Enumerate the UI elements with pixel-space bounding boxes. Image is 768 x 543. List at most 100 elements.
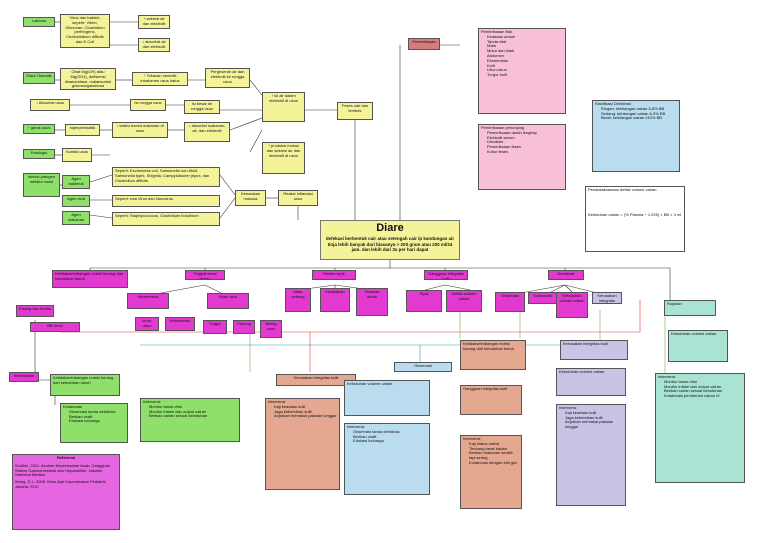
defisit-node: Defisit volume cairan: [446, 290, 482, 312]
list-item: Berat: kehilangan cairan ≥10% BB: [601, 116, 677, 121]
pemeriksaan-fisik-title: Pemeriksaan fisik: [481, 29, 513, 34]
list-item: Observasi tanda dehidrasi: [353, 429, 427, 435]
rumus-title: Penatalaksanaan defisit volume cairan: [588, 187, 657, 192]
list-item: Ekstremitas: [487, 58, 563, 64]
list-item: Observasi tanda dehidrasi: [69, 409, 125, 415]
klasifikasi-title: Klasifikasi Dehidrasi: [595, 101, 631, 106]
pemeriksaan-fisik-node: Pemeriksaan fisik Keadaan umum Tanda vit…: [478, 28, 566, 114]
list-item: Pemeriksaan darah lengkap: [487, 130, 563, 136]
list-item: Keadaan umum: [487, 34, 563, 40]
green-list-a-items: Observasi tanda dehidrasi Berikan oralit…: [63, 409, 125, 424]
salmon-right-head: Ketidakseimbangan nutrisi kurang dari ke…: [460, 340, 526, 370]
reaksi-inflamasi-node: Reaksi Inflamasi usus: [278, 190, 318, 206]
list-item: Monitor intake dan output cairan: [149, 409, 237, 415]
blue-list-a: Kebutuhan volume cairan: [344, 380, 430, 416]
tekanan-darah-node: Tekanan darah: [356, 288, 388, 316]
kebutuhan-volume-node: Kebutuhan volume cairan: [556, 292, 588, 318]
right-intervensi-list: Monitor tanda vital Monitor intake dan o…: [658, 379, 742, 399]
penunjang-node: Pemeriksaan penunjang Pemeriksaan darah …: [478, 124, 566, 190]
list-item: Jaga kebersihan kulit: [565, 415, 623, 421]
kebutuhan-cairan-node: Ketidakseimbangan nutrisi kurang dari ke…: [52, 270, 128, 288]
sekresi-air-node: ↑ sekresi air dan elektrolit: [138, 15, 170, 29]
bb-turun-node: BB turun: [30, 322, 80, 332]
isi-air-node: ↑ isi air dalam elektrolit di usus: [262, 92, 305, 122]
salmon-right-list-title: Intervensi: [463, 436, 481, 441]
list-item: Berikan oralit: [69, 414, 125, 420]
pemeriksaan-node: Pemeriksaan: [408, 38, 440, 50]
resiko-syok-node: Resiko syok: [312, 270, 356, 280]
referensi-item: Sodikin, 2011. Asuhan Keperawatan Anak: …: [15, 462, 111, 478]
list-item: Ubun-ubun: [487, 68, 563, 73]
diare-definition: defekasi berbentuk cair atau setengah ca…: [325, 236, 455, 252]
list-item: Kolaborasi dengan ahli gizi: [469, 460, 519, 466]
rumus-formula: Kebutuhan cairan = (% Plasma − 1,025) × …: [588, 211, 682, 217]
referensi-item: Wong, D.L. 2008. Buku Ajar Keperawatan P…: [15, 479, 107, 489]
kolaborasi-node: Kolaborasi: [528, 292, 558, 304]
patologis-node: Patologis: [23, 149, 55, 159]
green-list-b: Intervensi Monitor tanda vital Monitor i…: [140, 398, 240, 442]
list-item: Monitor intake dan output cairan: [664, 384, 742, 390]
pusing-node: Pusing dan lemas: [16, 305, 54, 317]
green-list-b-items: Monitor tanda vital Monitor intake dan o…: [143, 404, 237, 419]
lower-left-node: Kelemahan: [9, 372, 39, 382]
list-item: Kaji keadaan kulit: [274, 404, 337, 410]
list-item: Edukasi keluarga: [353, 439, 427, 444]
list-item: Abdomen: [487, 53, 563, 59]
diare-osmotik-node: Diare Osmotik: [23, 72, 55, 84]
lav-list-title: Intervensi: [559, 405, 577, 410]
absorbsi-air-node: ↓ absorbsi air dan elektrolit: [138, 38, 170, 52]
syok-node: Syok: [406, 290, 442, 312]
ubun-node: Ubun-ubun: [135, 317, 159, 331]
green-list-a: Kolaborasi Observasi tanda dehidrasi Ber…: [60, 403, 128, 443]
lav-mid-node: Kebutuhan volume cairan: [556, 368, 626, 396]
waktu-transit-node: ↓ waktu transit makanan di usus: [112, 122, 168, 138]
diare-title: Diare: [376, 222, 404, 234]
bakteri-list-node: Seperti: Escherichia coli, Salmonella no…: [112, 167, 220, 187]
referensi-node: Referensi Sodikin, 2011. Asuhan Keperawa…: [12, 454, 120, 530]
absorbsi-usus-node: ↓ Absorbsi usus: [30, 99, 70, 111]
lav-list-node: Intervensi Kaji keadaan kulit Jaga keber…: [556, 404, 626, 506]
salmon-right-list-items: Kaji status nutrisi Timbang berat badan …: [463, 441, 519, 466]
isi-besar-node: Isi besar ke rongga usus: [184, 100, 220, 114]
blue-list-b: Intervensi Observasi tanda dehidrasi Ber…: [344, 423, 430, 495]
penyulit-kulit-node: Gangguan integritas kulit: [424, 270, 468, 280]
list-item: Jaga kebersihan kulit: [274, 409, 337, 415]
list-item: Kaji keadaan kulit: [565, 410, 623, 416]
viral-list-node: Seperti: rota Virus dan Norovirus: [112, 195, 220, 207]
referensi-title: Referensi: [56, 455, 76, 460]
turgor-node: Turgor: [203, 320, 227, 334]
list-item: Mulut dan lidah: [487, 48, 563, 54]
list-item: Anjurkan memakai pakaian longgar: [565, 420, 623, 430]
kerusakan-mukosa-node: Kerusakan mukosa: [235, 190, 266, 206]
green-list-a-title: Kolaborasi: [63, 404, 82, 409]
penunjang-title: Pemeriksaan penunjang: [481, 125, 525, 130]
list-item: Sedang: kehilangan cairan 6-9% BB: [601, 111, 677, 117]
agen-makanan-node: Agen makanan: [62, 211, 90, 225]
klasifikasi-list: Ringan: kehilangan cairan 3-5% BB Sedang…: [595, 106, 677, 121]
list-item: Monitor tanda vital: [664, 379, 742, 385]
right-intervensi-title: Intervensi: [658, 374, 676, 379]
list-item: Monitor tanda vital: [149, 404, 237, 410]
hipertermia-node: Hipertermia: [127, 293, 169, 309]
list-item: Elektrolit serum: [487, 135, 563, 141]
lower-green-node: Ketidakseimbangan nutrisi kurang dari ke…: [50, 374, 120, 396]
kelemahan-node: Kelemahan: [165, 317, 195, 331]
blue-head-node: Observasi: [394, 362, 452, 372]
blue-list-b-items: Observasi tanda dehidrasi Berikan oralit…: [347, 429, 427, 444]
isi-rongga-node: Isi rongga usus: [130, 99, 166, 111]
list-item: Ringan: kehilangan cairan 3-5% BB: [601, 106, 677, 112]
agen-viral-node: Agen viral: [62, 195, 90, 207]
produksi-mukus-node: ↑ produksi mukus dan sekresi air dan ele…: [262, 142, 305, 174]
right-intervensi-node: Intervensi Monitor tanda vital Monitor i…: [655, 373, 745, 483]
hiperperistaltik-node: hiperperistaltik: [65, 124, 100, 136]
laktosa-node: Laktosa: [23, 17, 55, 27]
blue-list-b-title: Intervensi: [347, 424, 365, 429]
kerusakan-kulit-node: Kerusakan integritas kulit: [592, 292, 622, 304]
makanan-list-node: Seperti: Staphylococcus, Clostridium bot…: [112, 212, 220, 226]
observasi-node: Observasi: [495, 292, 525, 312]
pemeriksaan-fisik-list: Keadaan umum Tanda vital Mata Mulut dan …: [481, 34, 563, 78]
list-item: Kultur feses: [487, 149, 563, 155]
infeksi-node: Infeksi patogen melalui mulut: [23, 173, 60, 197]
right-mid-node: Kebutuhan volume cairan: [668, 330, 728, 362]
right-top-node: Rujukan: [664, 300, 716, 316]
